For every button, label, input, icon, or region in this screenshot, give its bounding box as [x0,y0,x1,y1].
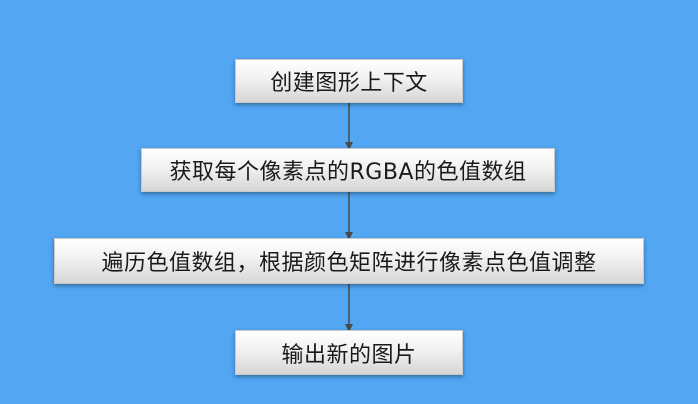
step-label: 获取每个像素点的RGBA的色值数组 [169,160,527,185]
step-output-new-image: 输出新的图片 [235,330,463,375]
step-create-graphics-context: 创建图形上下文 [235,59,463,103]
step-label: 创建图形上下文 [270,71,428,96]
step-label: 输出新的图片 [281,342,417,368]
step-adjust-pixel-colors: 遍历色值数组，根据颜色矩阵进行像素点色值调整 [54,238,644,284]
step-get-rgba-array: 获取每个像素点的RGBA的色值数组 [141,148,555,192]
step-label: 遍历色值数组，根据颜色矩阵进行像素点色值调整 [101,251,597,276]
